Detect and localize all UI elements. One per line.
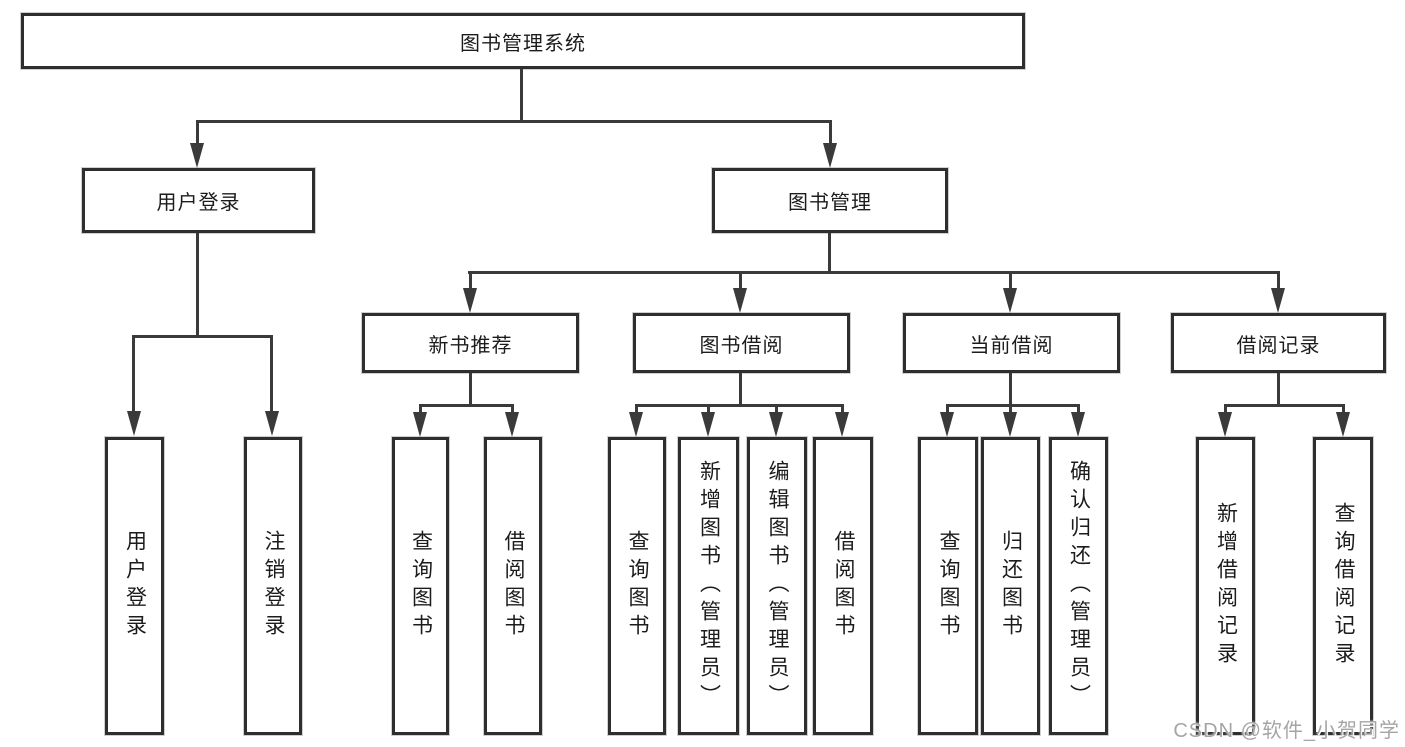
connector-line — [739, 373, 742, 407]
leaf-confirm-return-admin: 确认归还（管理员） — [1049, 437, 1108, 735]
connector-line — [511, 404, 514, 414]
arrow-down-icon — [733, 288, 747, 313]
leaf-add-book-admin: 新增图书（管理员） — [678, 437, 739, 735]
connector-line — [1224, 404, 1227, 414]
arrow-down-icon — [1003, 412, 1017, 437]
arrow-down-icon — [701, 412, 715, 437]
arrow-down-icon — [940, 412, 954, 437]
leaf-logout: 注销登录 — [244, 437, 302, 735]
node-book-management: 图书管理 — [712, 168, 948, 233]
node-label: 借阅记录 — [1236, 334, 1321, 357]
arrow-down-icon — [505, 412, 519, 437]
node-label: 注销登录 — [262, 530, 285, 642]
node-user-login: 用户登录 — [82, 168, 315, 233]
connector-line — [196, 120, 199, 146]
node-label: 查询借阅记录 — [1332, 502, 1355, 670]
connector-line — [132, 335, 273, 338]
node-label: 新增图书（管理员） — [697, 460, 721, 712]
connector-line — [468, 271, 1280, 274]
connector-line — [520, 69, 523, 123]
connector-line — [946, 404, 949, 414]
arrow-down-icon — [823, 143, 837, 168]
node-label: 当前借阅 — [969, 334, 1054, 357]
node-label: 编辑图书（管理员） — [766, 460, 789, 712]
node-label: 用户登录 — [123, 530, 147, 642]
connector-line — [1077, 404, 1080, 414]
connector-line — [707, 404, 710, 414]
connector-line — [469, 271, 472, 291]
node-label: 查询图书 — [626, 530, 649, 642]
connector-line — [635, 404, 638, 414]
node-label: 借阅图书 — [502, 530, 525, 642]
leaf-borrow-books: 借阅图书 — [813, 437, 873, 735]
connector-line — [1277, 373, 1280, 407]
arrow-down-icon — [463, 288, 477, 313]
watermark-text: CSDN @软件_小贺同学 — [1173, 720, 1400, 742]
node-label: 图书管理 — [788, 192, 872, 214]
node-label: 确认归还（管理员） — [1067, 460, 1091, 712]
connector-line — [1009, 373, 1012, 407]
arrow-down-icon — [835, 412, 849, 437]
leaf-return-book: 归还图书 — [981, 437, 1040, 735]
connector-line — [775, 404, 778, 414]
leaf-query-books-recommend: 查询图书 — [392, 437, 449, 735]
arrow-down-icon — [1218, 412, 1232, 437]
arrow-down-icon — [629, 412, 643, 437]
arrow-down-icon — [769, 412, 783, 437]
connector-line — [1342, 404, 1345, 414]
arrow-down-icon — [1271, 288, 1285, 313]
leaf-borrow-books-recommend: 借阅图书 — [484, 437, 542, 735]
leaf-add-borrow-record: 新增借阅记录 — [1196, 437, 1255, 735]
node-label: 用户登录 — [156, 192, 241, 214]
node-label: 新增借阅记录 — [1214, 502, 1238, 670]
connector-line — [828, 233, 831, 274]
node-new-book-recommend: 新书推荐 — [362, 313, 579, 373]
connector-line — [132, 335, 135, 413]
arrow-down-icon — [265, 411, 279, 436]
arrow-down-icon — [1336, 412, 1350, 437]
arrow-down-icon — [1071, 412, 1085, 437]
arrow-down-icon — [1003, 288, 1017, 313]
connector-line — [419, 404, 422, 414]
arrow-down-icon — [127, 411, 141, 436]
connector-line — [946, 404, 1080, 407]
connector-line — [1009, 404, 1012, 414]
node-label: 借阅图书 — [832, 530, 855, 642]
arrow-down-icon — [413, 412, 427, 437]
node-book-borrow: 图书借阅 — [633, 313, 850, 373]
node-label: 新书推荐 — [428, 334, 513, 357]
connector-line — [829, 120, 832, 146]
connector-line — [1009, 271, 1012, 291]
connector-line — [270, 335, 273, 413]
node-label: 图书管理系统 — [460, 32, 586, 55]
node-label: 图书借阅 — [699, 334, 784, 357]
node-library-management-system: 图书管理系统 — [21, 13, 1025, 69]
connector-line — [196, 233, 199, 338]
arrow-down-icon — [190, 143, 204, 168]
connector-line — [197, 120, 832, 123]
leaf-edit-book-admin: 编辑图书（管理员） — [747, 437, 807, 735]
connector-line — [635, 404, 844, 407]
connector-line — [739, 271, 742, 291]
connector-line — [1277, 271, 1280, 291]
node-label: 查询图书 — [409, 530, 433, 642]
node-label: 查询图书 — [937, 530, 960, 642]
connector-line — [1224, 404, 1344, 407]
node-borrow-records: 借阅记录 — [1171, 313, 1386, 373]
connector-line — [841, 404, 844, 414]
leaf-user-login: 用户登录 — [105, 437, 164, 735]
leaf-query-books-current: 查询图书 — [918, 437, 978, 735]
leaf-query-borrow-record: 查询借阅记录 — [1313, 437, 1373, 735]
node-current-borrow: 当前借阅 — [903, 313, 1120, 373]
leaf-query-books-borrow: 查询图书 — [608, 437, 666, 735]
node-label: 归还图书 — [999, 530, 1023, 642]
connector-line — [419, 404, 514, 407]
connector-line — [469, 373, 472, 407]
